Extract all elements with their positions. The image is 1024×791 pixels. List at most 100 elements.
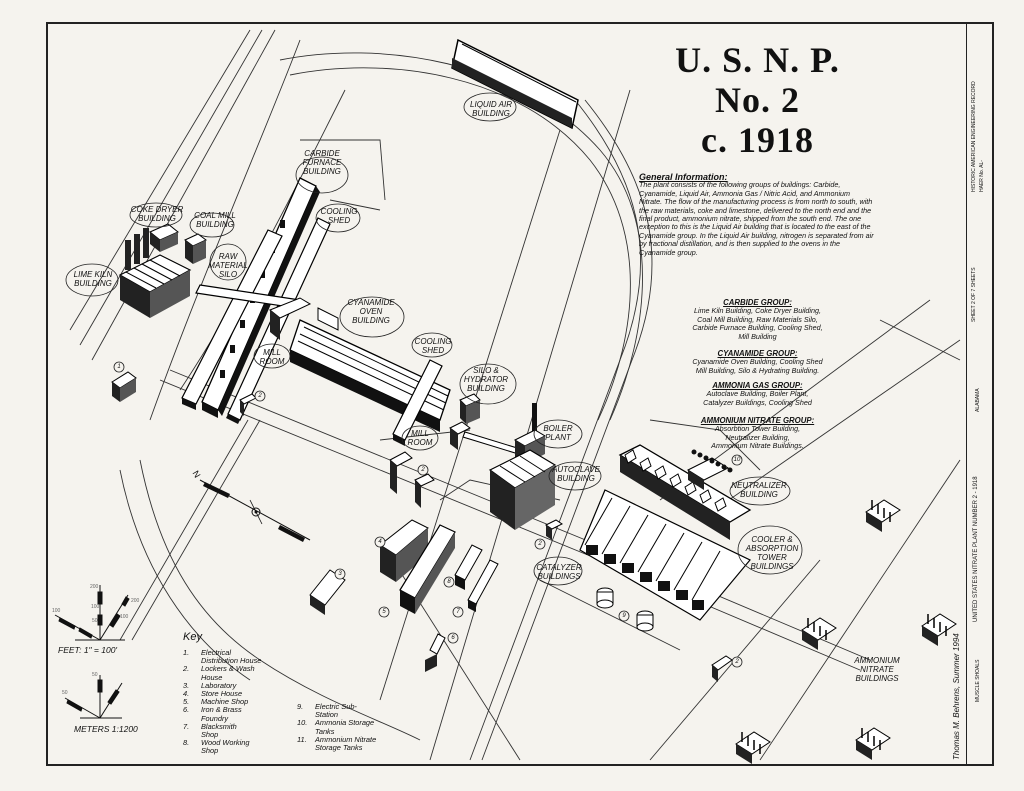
mill-building: [181, 229, 283, 410]
drawing-title: U. S. N. P. No. 2 c. 1918: [640, 42, 875, 162]
lime-kiln-building: [118, 228, 192, 318]
title-line-2: No. 2: [715, 80, 800, 120]
cyanamide-group: CYANAMIDE GROUP: Cyanamide Oven Building…: [640, 349, 875, 375]
group-items: Absorbtion Tower Building, Neutralizer B…: [711, 424, 804, 451]
label-boiler-plant: BOILER PLANT: [543, 424, 573, 442]
liquid-air-building: [451, 38, 579, 130]
label-catalyzer: CATALYZER BUILDINGS: [536, 563, 582, 581]
border-frame: [46, 22, 994, 766]
label-cyanamide-oven: CYANAMIDE OVEN BUILDING: [347, 298, 395, 325]
ammonium-nitrate-buildings: [735, 499, 957, 764]
label-autoclave: AUTOCLAVE BUILDING: [552, 465, 600, 483]
marker: 8: [447, 579, 451, 585]
scale-tick: 50: [92, 618, 98, 624]
key-item: 4.Store House: [183, 689, 243, 699]
general-information: General Information: The plant consists …: [639, 172, 875, 257]
label-mill-room-1: MILL ROOM: [259, 348, 285, 366]
key-item: 1.Electrical Distribution House: [183, 648, 262, 666]
key-item: 3.Laboratory: [183, 680, 237, 690]
title-block-location: MUSCLE SHOALS: [975, 659, 981, 702]
shop-buildings: [309, 451, 733, 682]
coke-dryer-building: [149, 223, 179, 252]
marker: 2: [538, 541, 542, 547]
group-items: Autoclave Building, Boiler Plant, Cataly…: [703, 389, 812, 407]
title-line-3: c. 1918: [701, 120, 814, 160]
autoclave-building: [488, 449, 557, 530]
group-items: Cyanamide Oven Building, Cooling Shed Mi…: [692, 357, 823, 375]
marker: 4: [378, 539, 382, 545]
key-item: 11.Ammonium Nitrate Storage Tanks: [297, 734, 377, 753]
scale-tick: 200: [90, 584, 99, 590]
scale-tick: 50: [62, 690, 68, 696]
group-heading: AMMONIUM NITRATE GROUP:: [700, 416, 815, 425]
label-raw-material-silo: RAW MATERIAL SILO: [208, 252, 248, 279]
label-carbide-furnace: CARBIDE FURNACE BUILDING: [302, 149, 342, 176]
marker: 2: [735, 659, 739, 665]
title-block: HISTORIC AMERICAN ENGINEERING RECORD HAE…: [966, 22, 994, 766]
marker: 3: [338, 571, 342, 577]
scale-tick: 200: [131, 598, 140, 604]
ammonium-nitrate-group: AMMONIUM NITRATE GROUP: Absorbtion Tower…: [640, 416, 875, 451]
group-heading: CYANAMIDE GROUP:: [717, 349, 798, 358]
cyanamide-oven-building: [269, 297, 451, 432]
neutralizer-building: [618, 444, 752, 540]
scale-tick: 100: [52, 608, 61, 614]
key-heading: Key: [183, 631, 202, 643]
group-items: Lime Kiln Building, Coke Dryer Building,…: [692, 306, 823, 341]
label-coke-dryer: COKE DRYER BUILDING: [130, 205, 184, 223]
marker: 5: [382, 609, 386, 615]
label-ammonium-nitrate: AMMONIUM NITRATE BUILDINGS: [854, 656, 900, 683]
marker: 2: [421, 467, 425, 473]
scale-bar-meters: [64, 675, 123, 719]
scale-tick: 50: [92, 672, 98, 678]
north-arrow: [199, 479, 311, 542]
label-cooling-shed-cyanamide: COOLING SHED: [414, 337, 452, 355]
label-neutralizer: NEUTRALIZER BUILDING: [731, 481, 787, 499]
key-column-2: 9.Electric Sub-Station 10.Ammonia Storag…: [297, 702, 447, 753]
delineator-credit: Thomas M. Behrens, Summer 1994: [952, 633, 961, 760]
key-item: 9.Electric Sub-Station: [297, 702, 357, 720]
label-lime-kiln: LIME KILN BUILDING: [73, 270, 113, 288]
label-silo-hydrator: SILO & HYDRATOR BUILDING: [463, 366, 509, 393]
ammonium-nitrate-storage-tanks: [691, 449, 733, 473]
general-information-body: The plant consists of the following grou…: [639, 180, 874, 257]
label-liquid-air: LIQUID AIR BUILDING: [470, 100, 512, 118]
title-block-survey: HAER No. AL-: [979, 160, 985, 192]
coal-mill-building: [184, 233, 207, 264]
group-heading: AMMONIA GAS GROUP:: [712, 381, 803, 390]
marker: 9: [622, 613, 626, 619]
title-block-recorder: HISTORIC AMERICAN ENGINEERING RECORD: [971, 81, 977, 192]
carbide-group: CARBIDE GROUP: Lime Kiln Building, Coke …: [640, 298, 875, 341]
key-item: 5.Machine Shop: [183, 697, 249, 707]
label-cooler-absorption: COOLER & ABSORPTION TOWER BUILDINGS: [745, 535, 799, 571]
catalyzer-buildings: [579, 489, 751, 621]
marker: 10: [733, 457, 741, 463]
title-block-state: ALABAMA: [975, 388, 981, 412]
key-legend: Key 1.Electrical Distribution House 2.Lo…: [183, 631, 453, 755]
key-item: 7.Blacksmith Shop: [183, 721, 237, 740]
key-column-1: 1.Electrical Distribution House 2.Locker…: [183, 648, 333, 756]
title-block-sheet-title: UNITED STATES NITRATE PLANT NUMBER 2 - 1…: [973, 476, 979, 622]
ammonia-gas-group: AMMONIA GAS GROUP: Autoclave Building, B…: [640, 381, 875, 407]
marker: 7: [456, 609, 460, 615]
title-block-sheet: SHEET 2 OF 7 SHEETS: [971, 267, 977, 322]
general-information-heading: General Information:: [639, 172, 728, 182]
title-line-1: U. S. N. P.: [675, 40, 840, 80]
key-item: 10.Ammonia Storage Tanks: [297, 718, 375, 736]
scale-feet-label: FEET: 1" = 100': [58, 645, 118, 655]
scale-tick: 100: [120, 614, 129, 620]
marker: 6: [451, 635, 455, 641]
marker: 2: [258, 393, 262, 399]
scale-meters-label: METERS 1:1200: [74, 724, 138, 734]
scale-tick: 100: [91, 604, 100, 610]
ammonia-storage-tanks: [596, 587, 654, 632]
label-coal-mill: COAL MILL BUILDING: [194, 211, 236, 229]
scale-bar-feet: [54, 585, 130, 641]
marker: 1: [117, 364, 121, 370]
key-item: 2.Lockers & Wash House: [183, 664, 255, 682]
label-cooling-shed-carbide: COOLING SHED: [320, 207, 358, 225]
key-item: 6.Iron & Brass Foundry: [183, 705, 242, 723]
label-mill-room-2: MILL ROOM: [407, 429, 433, 447]
